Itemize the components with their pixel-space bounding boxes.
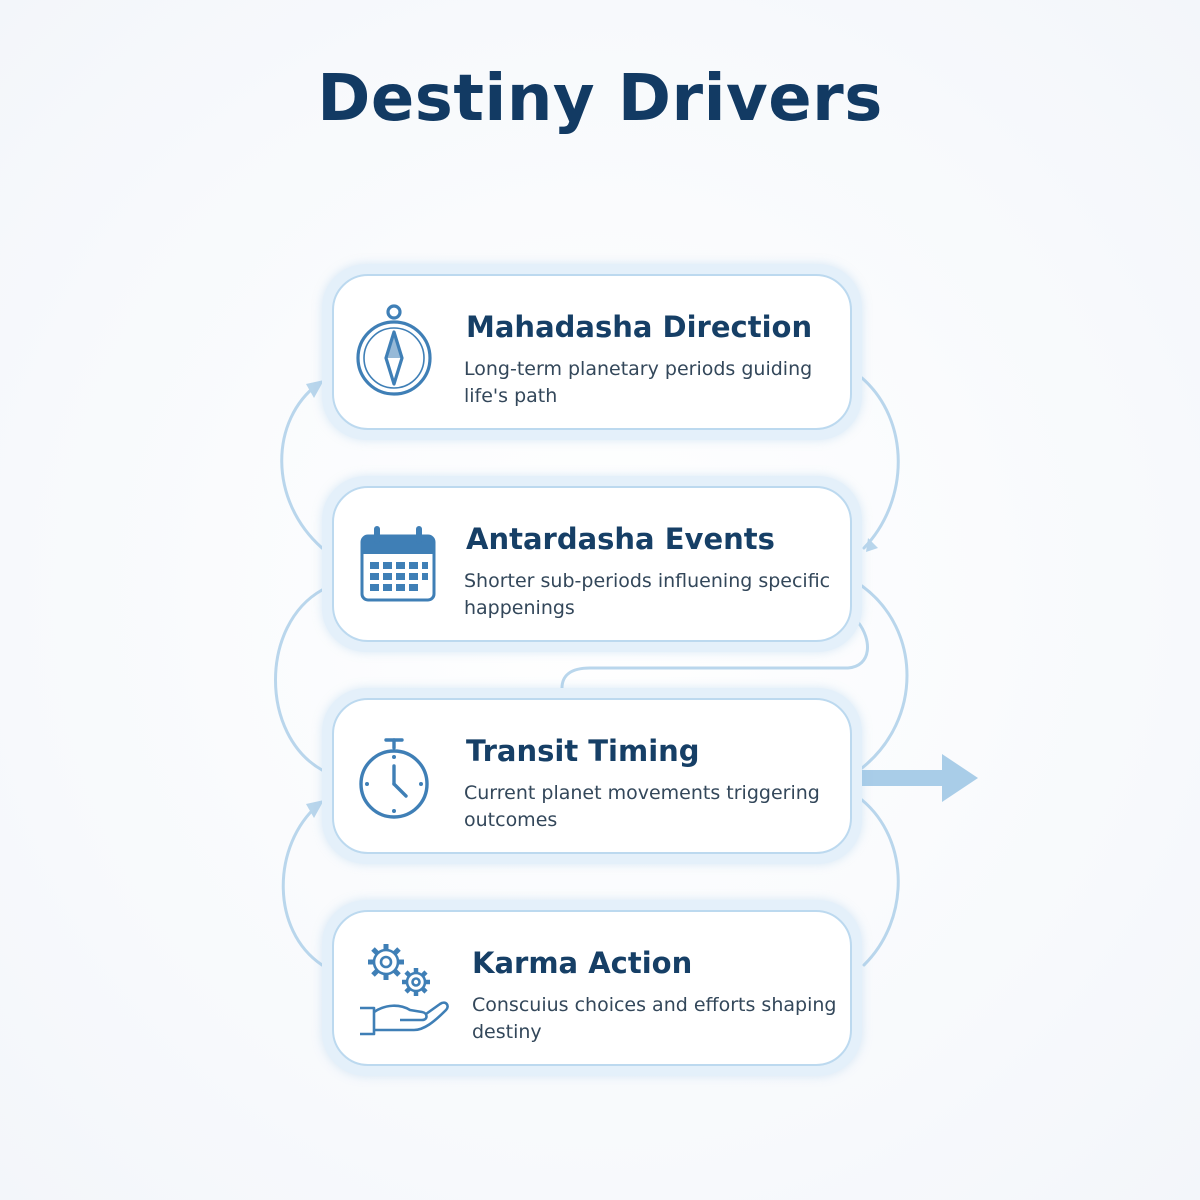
driver-card-antardasha: Antardasha Events Shorter sub-periods in… xyxy=(322,476,862,652)
card-body: Antardasha Events Shorter sub-periods in… xyxy=(332,486,852,642)
gears-hand-icon xyxy=(356,938,449,1042)
card-body: Karma Action Conscuius choices and effor… xyxy=(332,910,852,1066)
arrowhead-right-top xyxy=(866,538,878,552)
connector-right-middle xyxy=(860,584,909,770)
driver-title: Mahadasha Direction xyxy=(466,310,813,344)
connector-right-bottom xyxy=(860,798,900,967)
calendar-icon xyxy=(356,514,440,618)
driver-title: Karma Action xyxy=(472,946,693,980)
connector-left-middle xyxy=(274,588,324,772)
page-title: Destiny Drivers xyxy=(317,62,883,136)
card-body: Mahadasha Direction Long-term planetary … xyxy=(332,274,852,430)
driver-description: Current planet movements triggering outc… xyxy=(464,782,820,831)
compass-icon xyxy=(356,302,440,406)
driver-description: Long-term planetary periods guiding life… xyxy=(464,358,813,407)
connector-right-top xyxy=(860,376,900,550)
driver-card-karma: Karma Action Conscuius choices and effor… xyxy=(322,900,862,1076)
driver-description: Conscuius choices and efforts shaping de… xyxy=(472,994,837,1043)
driver-title: Transit Timing xyxy=(466,734,700,768)
driver-description: Shorter sub-periods influening specific … xyxy=(464,570,831,619)
connector-left-bottom xyxy=(281,803,324,967)
stopwatch-icon xyxy=(356,726,440,830)
driver-card-mahadasha: Mahadasha Direction Long-term planetary … xyxy=(322,264,862,440)
driver-title: Antardasha Events xyxy=(466,522,775,556)
driver-card-transit: Transit Timing Current planet movements … xyxy=(322,688,862,864)
connector-right-loop xyxy=(560,620,869,690)
double-arrow-icon xyxy=(752,754,978,802)
card-body: Transit Timing Current planet movements … xyxy=(332,698,852,854)
connector-left-top xyxy=(280,382,324,550)
arrowhead-left-bottom xyxy=(306,800,324,818)
arrowhead-left-top xyxy=(306,380,324,398)
